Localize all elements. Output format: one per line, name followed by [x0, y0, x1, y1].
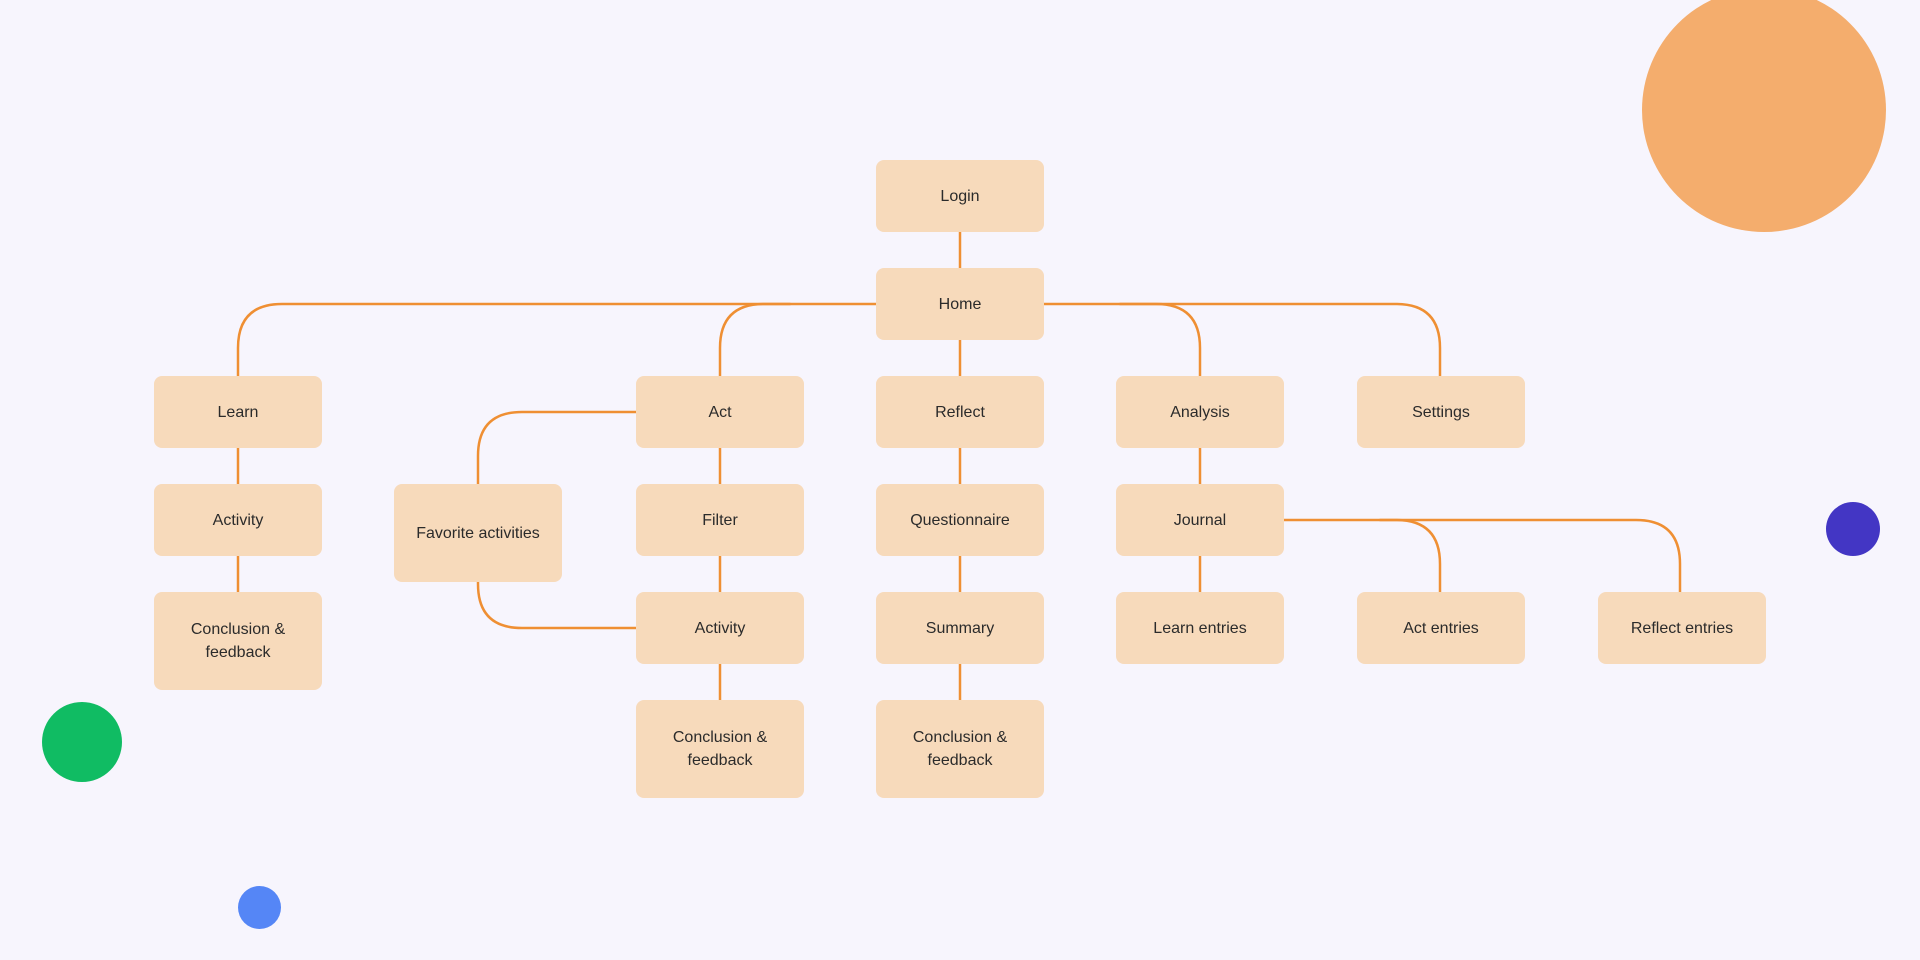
node-favorite-activities: Favorite activities — [394, 484, 562, 582]
node-reflect-entries: Reflect entries — [1598, 592, 1766, 664]
decor-blue-circle — [238, 886, 281, 929]
node-login: Login — [876, 160, 1044, 232]
decor-orange-circle — [1642, 0, 1886, 232]
node-act: Act — [636, 376, 804, 448]
node-settings: Settings — [1357, 376, 1525, 448]
node-questionnaire: Questionnaire — [876, 484, 1044, 556]
edge-home-settings — [1118, 302, 1442, 393]
node-analysis: Analysis — [1116, 376, 1284, 448]
node-act-activity: Activity — [636, 592, 804, 664]
node-summary: Summary — [876, 592, 1044, 664]
node-reflect: Reflect — [876, 376, 1044, 448]
node-act-conclusion: Conclusion & feedback — [636, 700, 804, 798]
node-journal: Journal — [1116, 484, 1284, 556]
node-learn: Learn — [154, 376, 322, 448]
node-home: Home — [876, 268, 1044, 340]
edge-favorites-activity — [476, 566, 649, 630]
edge-journal-reflect-entries — [1378, 518, 1682, 609]
node-reflect-conclusion: Conclusion & feedback — [876, 700, 1044, 798]
node-learn-entries: Learn entries — [1116, 592, 1284, 664]
edge-act-favorites — [476, 410, 650, 501]
node-act-entries: Act entries — [1357, 592, 1525, 664]
edge-home-act — [718, 302, 792, 393]
decor-indigo-circle — [1826, 502, 1880, 556]
node-learn-activity: Activity — [154, 484, 322, 556]
node-learn-conclusion: Conclusion & feedback — [154, 592, 322, 690]
decor-green-circle — [42, 702, 122, 782]
node-filter: Filter — [636, 484, 804, 556]
edge-home-learn — [236, 302, 890, 393]
